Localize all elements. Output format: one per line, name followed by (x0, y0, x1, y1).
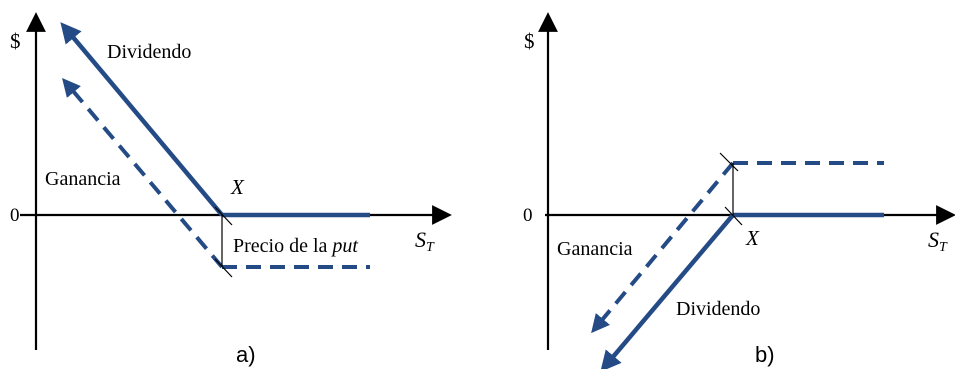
panel-a-caption: a) (236, 342, 256, 367)
panel-a-x-axis-label-main: S (415, 227, 426, 252)
panel-b-zero-label: 0 (523, 205, 533, 226)
panel-a-premium-label-italic: put (330, 235, 358, 257)
panel-a-strike-label: X (230, 175, 245, 199)
panel-b-payoff-label: Dividendo (676, 298, 760, 320)
panel-b-caption: b) (755, 342, 775, 367)
panel-a-payoff-arrow (60, 22, 224, 217)
panel-b-profit-arrow (591, 161, 735, 334)
panel-b-strike-tick (724, 206, 743, 226)
panel-b-x-axis-label-main: S (928, 227, 939, 252)
panel-a-premium-label-prefix: Precio de la (233, 235, 332, 257)
panel-b-profit-label: Ganancia (557, 238, 633, 260)
panel-a-zero-label: 0 (10, 205, 20, 226)
panel-b: $ 0 X Ganancia Dividendo ST b) (523, 12, 955, 369)
panel-a: $ 0 Dividendo Ganancia X Precio de la pu… (10, 12, 452, 367)
panel-a-x-axis-label: ST (415, 227, 435, 255)
panel-a-profit-arrow (62, 77, 224, 269)
panel-b-x-axis-label: ST (928, 227, 948, 255)
panel-a-premium-tick (214, 258, 233, 278)
panel-b-payoff-arrow (600, 213, 735, 369)
panel-a-x-axis-label-sub: T (426, 240, 435, 255)
panel-b-y-axis-label: $ (524, 29, 535, 53)
panel-b-x-axis-label-sub: T (939, 240, 948, 255)
panel-a-y-axis-label: $ (10, 29, 21, 53)
panel-a-payoff-label: Dividendo (107, 41, 191, 63)
panel-a-profit-label: Ganancia (45, 168, 121, 190)
panel-a-strike-tick (214, 206, 233, 226)
panel-b-premium-tick (719, 152, 739, 172)
panel-a-premium-label: Precio de la put (233, 235, 358, 257)
panel-b-strike-label: X (745, 226, 760, 250)
